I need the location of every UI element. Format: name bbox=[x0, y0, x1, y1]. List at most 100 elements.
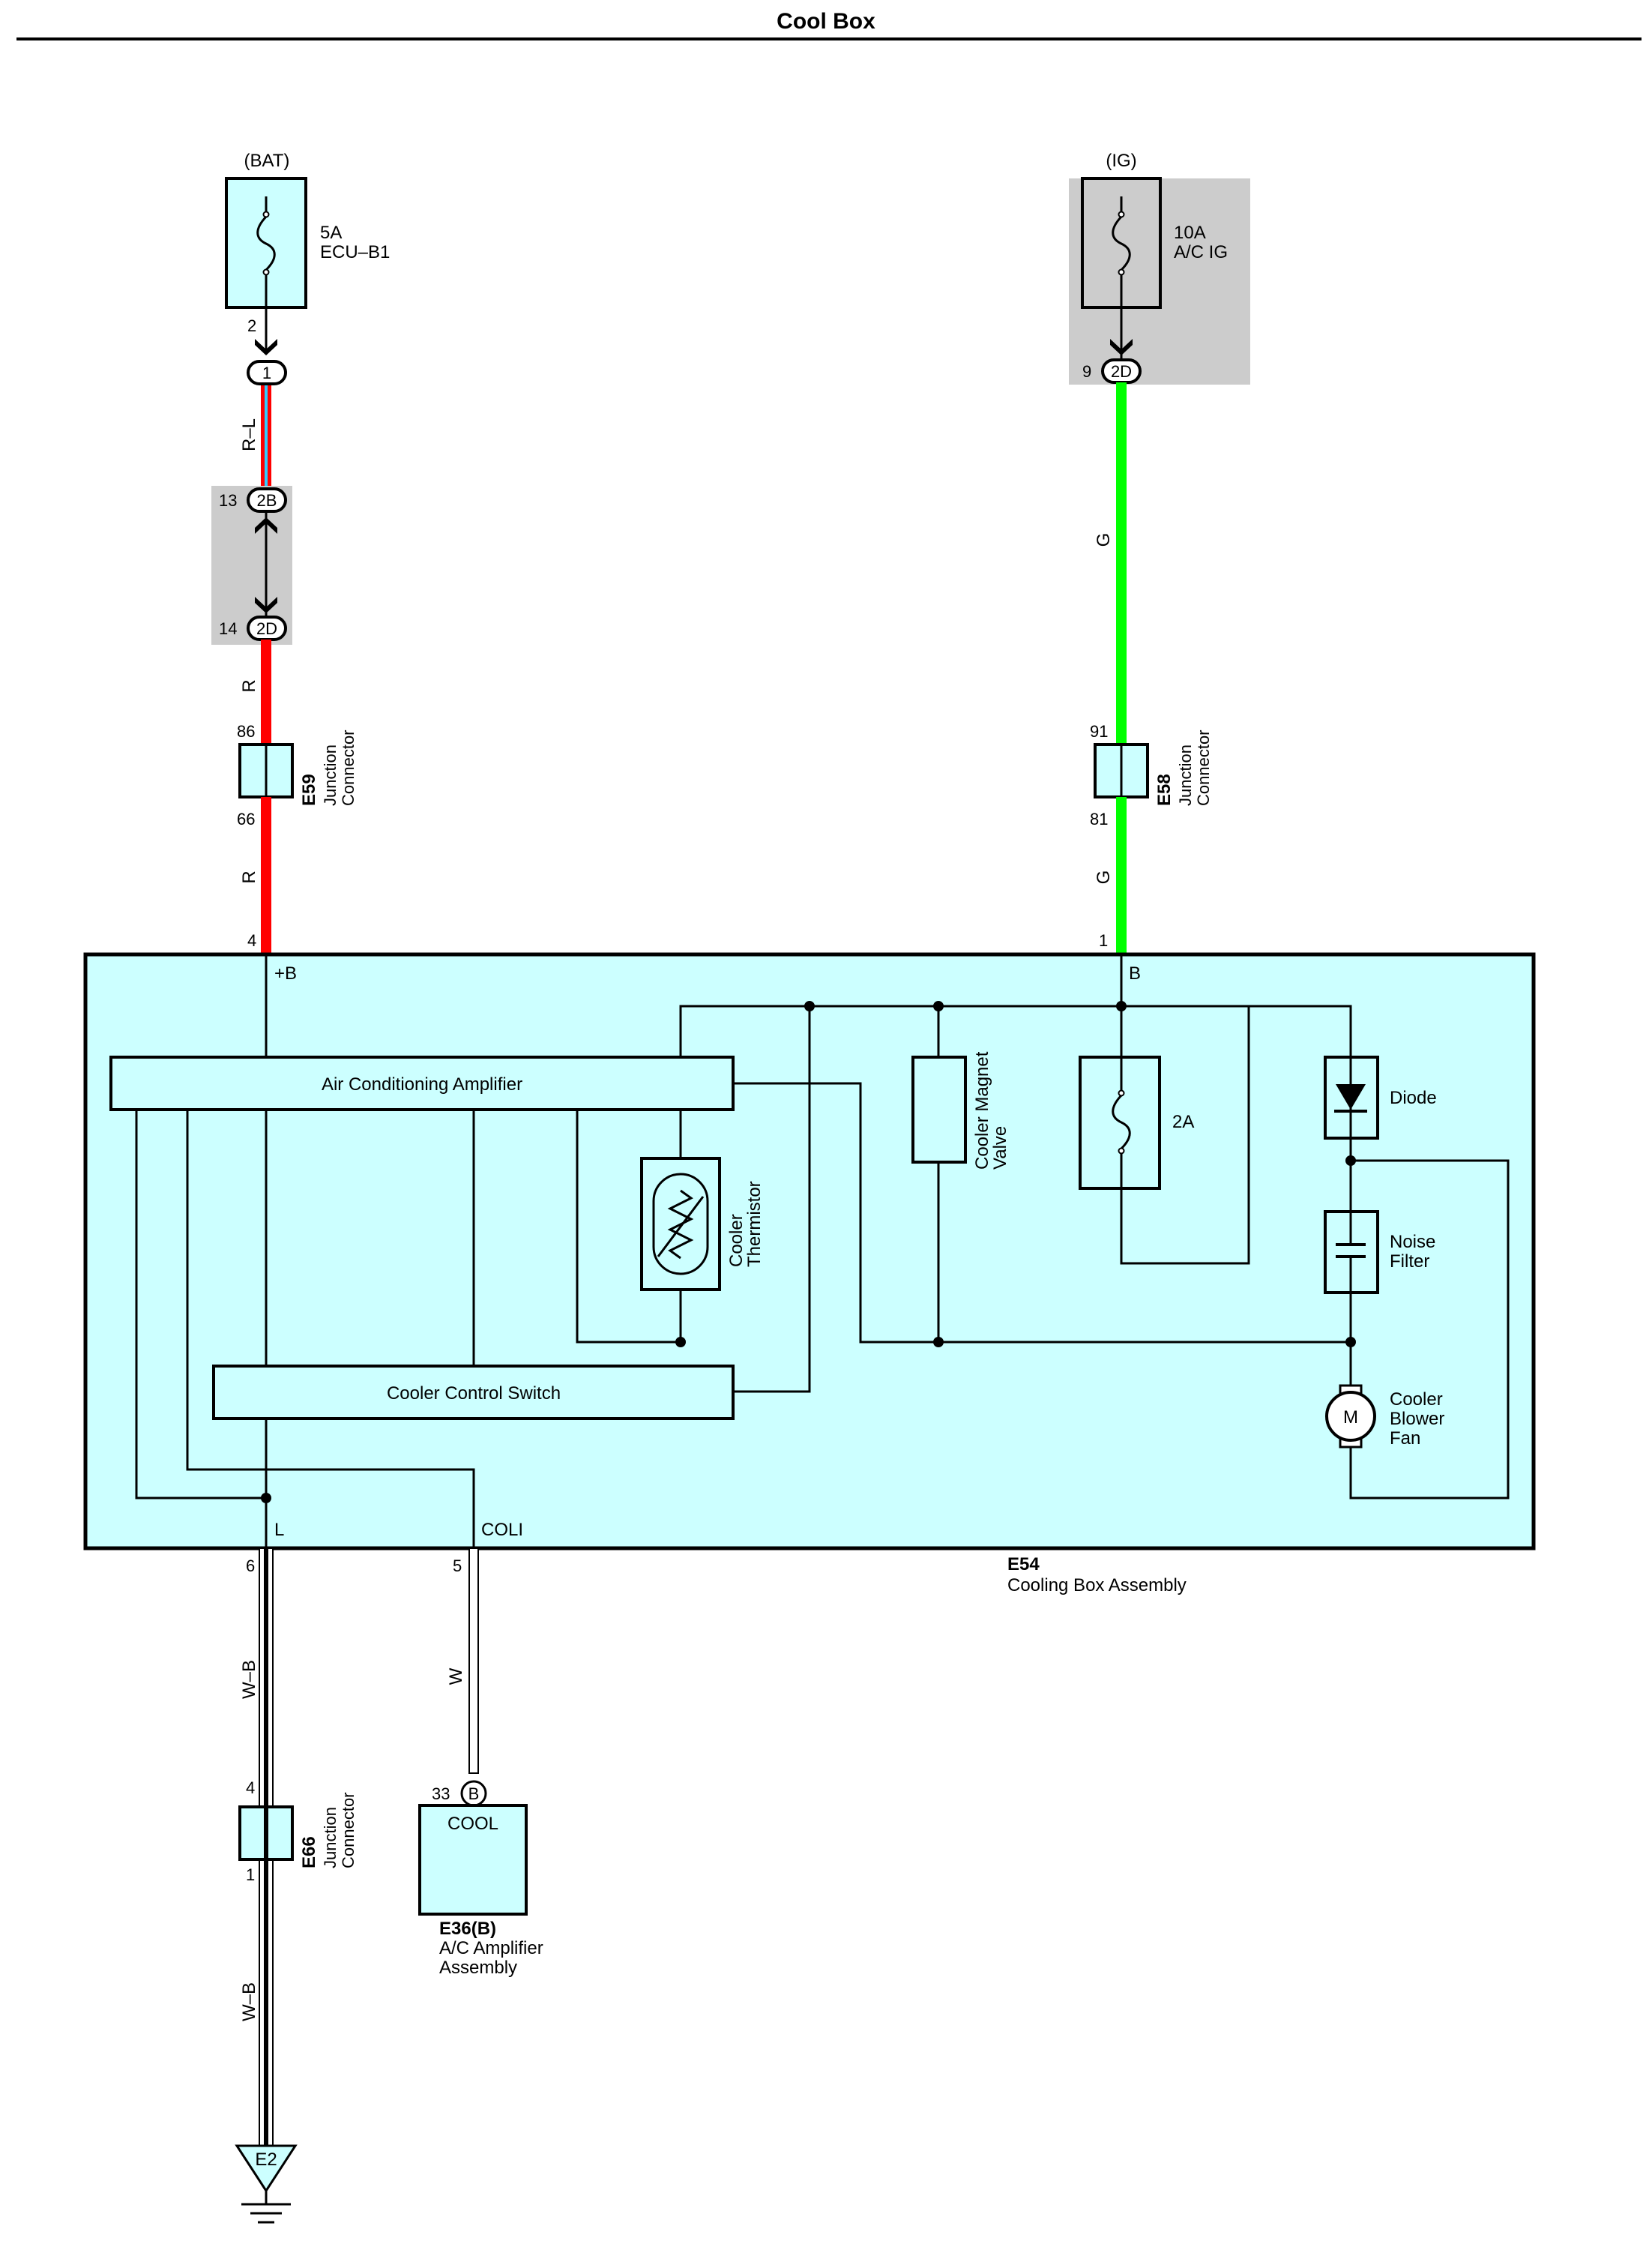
cooler-control-switch bbox=[212, 1365, 735, 1420]
pin-13-label: 13 bbox=[219, 491, 237, 510]
noise-filter-label-1: Noise bbox=[1390, 1232, 1435, 1252]
blower-fan-label-1: Cooler bbox=[1390, 1389, 1443, 1410]
e59-pin-out: 66 bbox=[237, 810, 255, 828]
wire-g-lower bbox=[1116, 797, 1127, 954]
junction-dot bbox=[933, 1337, 944, 1347]
fuse-ecu-b1-name: ECU–B1 bbox=[320, 242, 390, 262]
ground-icon bbox=[235, 2144, 298, 2224]
ac-amp-id: E36(B) bbox=[439, 1919, 496, 1939]
ac-amp-name-2: Assembly bbox=[439, 1958, 517, 1978]
junction-dot bbox=[675, 1337, 686, 1347]
connector-arrow-right-icon bbox=[1110, 339, 1133, 355]
noise-filter-label-2: Filter bbox=[1390, 1251, 1429, 1272]
ac-amplifier-assembly bbox=[418, 1804, 528, 1916]
term-b: B bbox=[1129, 963, 1141, 984]
air-conditioning-amplifier-label: Air Conditioning Amplifier bbox=[322, 1074, 522, 1095]
fuse-ac-ig-name: A/C IG bbox=[1174, 242, 1228, 262]
e66-name-2: Connector bbox=[339, 1792, 358, 1868]
e58-id: E58 bbox=[1154, 774, 1175, 806]
bat-label: (BAT) bbox=[244, 151, 290, 171]
cooler-thermistor-label-1: Cooler bbox=[726, 1214, 747, 1267]
cooler-magnet-valve bbox=[911, 1056, 967, 1164]
wire-label-r-upper: R bbox=[239, 679, 259, 692]
e59-name-2: Connector bbox=[339, 730, 358, 806]
diode-label: Diode bbox=[1390, 1088, 1437, 1108]
air-conditioning-amplifier bbox=[109, 1056, 735, 1111]
connector-arrow-icon bbox=[255, 339, 277, 355]
e58-pin-out: 81 bbox=[1090, 810, 1108, 828]
wire-label-g-lower: G bbox=[1094, 870, 1114, 885]
junction-dot bbox=[1345, 1155, 1356, 1166]
e54-pin-1: 1 bbox=[1099, 931, 1108, 950]
diode bbox=[1324, 1056, 1379, 1140]
cooler-magnet-valve-label-2: Valve bbox=[990, 1126, 1010, 1170]
jb-2d-left-label: 2D bbox=[256, 619, 277, 638]
jb-2b-label: 2B bbox=[257, 491, 277, 510]
wire-r-lower bbox=[261, 797, 271, 954]
ac-amp-name-1: A/C Amplifier bbox=[439, 1938, 543, 1958]
pin-9-label: 9 bbox=[1082, 362, 1091, 381]
junction-dot bbox=[261, 1493, 271, 1503]
blower-fan-label-3: Fan bbox=[1390, 1428, 1420, 1449]
e54-pin-4: 4 bbox=[247, 931, 256, 950]
e54-pin-6: 6 bbox=[246, 1556, 255, 1575]
wire-label-r-lower: R bbox=[239, 870, 259, 883]
e66-pin-out: 1 bbox=[246, 1865, 255, 1884]
cooler-magnet-valve-label-1: Cooler Magnet bbox=[972, 1051, 992, 1170]
jb-1-pill bbox=[247, 360, 287, 385]
junction-dot bbox=[1345, 1337, 1356, 1347]
e59-pin-in: 86 bbox=[237, 722, 255, 741]
pin-14-label: 14 bbox=[219, 619, 237, 638]
page-title: Cool Box bbox=[777, 9, 875, 34]
connector-arrow-up-icon bbox=[255, 517, 277, 534]
wire-g-upper bbox=[1116, 382, 1127, 745]
ac-amp-pin: 33 bbox=[432, 1784, 450, 1803]
fuse-2a-label: 2A bbox=[1172, 1112, 1194, 1132]
wire-r-upper bbox=[261, 640, 271, 745]
junction-dot bbox=[804, 1001, 815, 1011]
blower-fan-label-2: Blower bbox=[1390, 1409, 1444, 1429]
jb-1-label: 1 bbox=[262, 364, 271, 382]
cooler-control-switch-label: Cooler Control Switch bbox=[387, 1383, 561, 1404]
jb-2d-right-label: 2D bbox=[1111, 362, 1132, 381]
wire-w bbox=[468, 1547, 479, 1774]
wire-label-w-b-lower: W–B bbox=[239, 1982, 259, 2021]
term-l: L bbox=[274, 1520, 284, 1540]
ground-label: E2 bbox=[255, 2150, 277, 2170]
e66-name-1: Junction bbox=[321, 1807, 340, 1868]
motor-icon: M bbox=[1343, 1407, 1358, 1428]
wire-label-w: W bbox=[446, 1667, 466, 1685]
e59-id: E59 bbox=[299, 774, 319, 806]
term-b-plus: +B bbox=[274, 963, 297, 984]
junction-dot bbox=[933, 1001, 944, 1011]
wire-label-g-upper: G bbox=[1094, 533, 1114, 547]
fuse-2a bbox=[1079, 1056, 1161, 1190]
fuse-ac-ig bbox=[1081, 177, 1162, 309]
ac-amp-connector: B bbox=[468, 1784, 480, 1803]
e54-name: Cooling Box Assembly bbox=[1007, 1575, 1187, 1595]
ac-amp-terminal: COOL bbox=[447, 1814, 498, 1834]
e58-name-1: Junction bbox=[1176, 745, 1195, 806]
e54-pin-5: 5 bbox=[453, 1556, 462, 1575]
fuse-ac-ig-amp: 10A bbox=[1174, 223, 1206, 243]
e54-id: E54 bbox=[1007, 1554, 1040, 1574]
junction-dot bbox=[1116, 1001, 1127, 1011]
internal-wiring bbox=[135, 954, 1510, 1548]
noise-filter bbox=[1324, 1210, 1379, 1294]
cooler-blower-fan bbox=[1325, 1384, 1376, 1449]
e66-id: E66 bbox=[299, 1836, 319, 1868]
wire-label-w-b-upper: W–B bbox=[239, 1660, 259, 1699]
ig-label: (IG) bbox=[1106, 151, 1136, 171]
e66-pin-in: 4 bbox=[246, 1778, 255, 1797]
e58-pin-in: 91 bbox=[1090, 722, 1108, 741]
e58-name-2: Connector bbox=[1194, 730, 1213, 806]
pin-2-label: 2 bbox=[247, 316, 256, 335]
e59-name-1: Junction bbox=[321, 745, 340, 806]
fuse-ecu-b1-amp: 5A bbox=[320, 223, 342, 243]
cooler-thermistor-label-2: Thermistor bbox=[744, 1181, 765, 1267]
fuse-ecu-b1 bbox=[225, 177, 307, 309]
term-coli: COLI bbox=[481, 1520, 523, 1540]
cooler-thermistor bbox=[640, 1157, 721, 1291]
wire-label-r-l: R–L bbox=[239, 418, 259, 451]
